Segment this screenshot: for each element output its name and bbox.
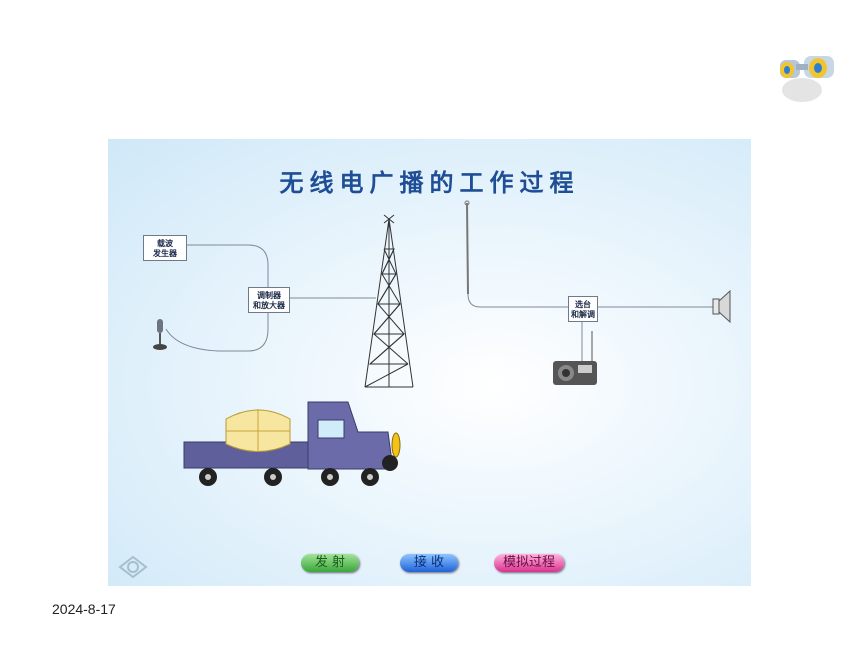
transmitter-tower [364, 214, 414, 388]
simulate-button[interactable]: 模拟过程 [494, 554, 564, 572]
send-button[interactable]: 发 射 [301, 554, 359, 572]
tuner-demodulator-box: 选台 和解调 [568, 296, 598, 322]
receive-button[interactable]: 接 收 [400, 554, 458, 572]
slide-title: 无线电广播的工作过程 [279, 169, 580, 197]
radio-icon [553, 331, 597, 385]
speaker-icon [712, 289, 731, 324]
receiving-antenna [464, 200, 713, 367]
slide-canvas: 无线电广播的工作过程 [108, 139, 751, 586]
footer-date: 2024-8-17 [52, 601, 116, 617]
diagram-drawing [118, 200, 731, 579]
microphone-icon [153, 319, 167, 350]
truck-illustration [183, 401, 401, 486]
logo-icon [118, 555, 148, 579]
carrier-generator-box: 载波 发生器 [143, 235, 187, 261]
modulator-amplifier-box: 调制器 和放大器 [248, 287, 290, 313]
